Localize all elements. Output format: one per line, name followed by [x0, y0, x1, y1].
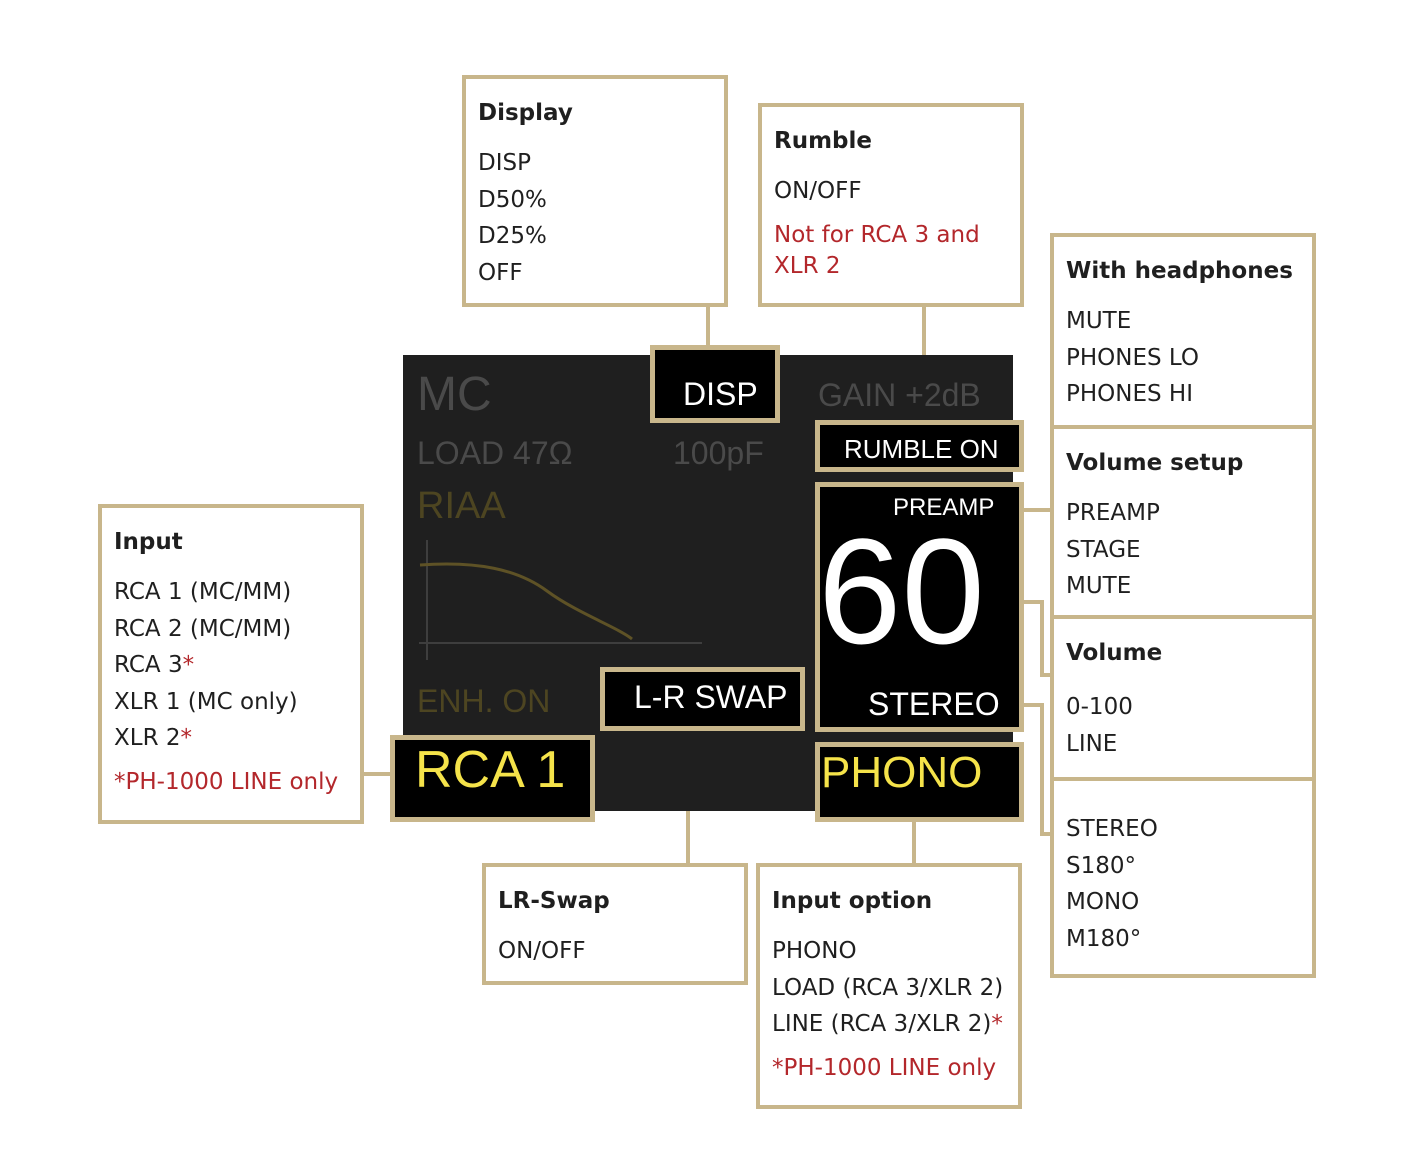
volume-callout: Volume 0-100 LINE: [1050, 615, 1316, 781]
connector-volume-h1: [1022, 600, 1042, 604]
connector-channel-h2: [1040, 832, 1052, 836]
asterisk-mark: *: [991, 1011, 1003, 1037]
channel-mode-label: STEREO: [868, 686, 1000, 722]
enhancement-text: ENH. ON: [417, 683, 551, 719]
volume-panel: [815, 482, 1024, 732]
channel-callout: STEREO S180° MONO M180°: [1050, 777, 1316, 978]
input-option-note: *PH-1000 LINE only: [772, 1054, 997, 1081]
channel-option: STEREO: [1066, 816, 1158, 842]
volume-setup-option: STAGE: [1066, 536, 1141, 563]
connector-channel-h1: [1022, 703, 1042, 707]
volume-setup-option: MUTE: [1066, 573, 1132, 599]
asterisk-mark: *: [180, 725, 193, 751]
load-text: LOAD 47Ω: [417, 435, 573, 471]
disp-indicator-label: DISP: [683, 376, 758, 412]
display-option: OFF: [478, 259, 523, 286]
input-option: RCA 2 (MC/MM): [114, 615, 292, 642]
rumble-note-line1: Not for RCA 3 and: [774, 221, 980, 248]
input-option-choice-text: LINE (RCA 3/XLR 2): [772, 1011, 992, 1037]
lrswap-callout-title: LR-Swap: [498, 888, 610, 914]
rumble-option: ON/OFF: [774, 178, 862, 204]
gain-text: GAIN +2dB: [818, 377, 981, 413]
input-indicator-label: RCA 1: [415, 741, 566, 799]
display-option: D25%: [478, 223, 547, 249]
input-indicator: [390, 735, 595, 822]
eq-curve-text: RIAA: [417, 485, 506, 527]
channel-option: S180°: [1066, 852, 1136, 879]
mode-text: MC: [417, 368, 492, 421]
input-option-callout: Input option PHONO LOAD (RCA 3/XLR 2) LI…: [756, 863, 1022, 1109]
channel-option: M180°: [1066, 925, 1142, 952]
volume-setup-option: PREAMP: [1066, 500, 1160, 526]
rumble-indicator-label: RUMBLE ON: [844, 434, 999, 464]
rumble-indicator: [815, 420, 1024, 472]
rumble-callout-title: Rumble: [774, 128, 872, 154]
input-note: *PH-1000 LINE only: [114, 768, 339, 795]
headphones-option: PHONES LO: [1066, 344, 1200, 371]
input-option: RCA 1 (MC/MM): [114, 579, 292, 605]
input-callout: Input RCA 1 (MC/MM) RCA 2 (MC/MM) RCA 3*…: [98, 504, 364, 824]
disp-indicator: [650, 345, 780, 423]
riaa-curve: [419, 562, 633, 641]
input-option: RCA 3*: [114, 647, 348, 684]
channel-option: MONO: [1066, 889, 1140, 915]
headphones-option: PHONES HI: [1066, 381, 1193, 407]
volume-mode-label: PREAMP: [893, 494, 995, 521]
connector-input-option: [912, 820, 916, 865]
volume-setup-callout-title: Volume setup: [1066, 450, 1244, 476]
connector-volume-v: [1040, 600, 1044, 677]
input-callout-title: Input: [114, 529, 183, 555]
volume-value: 60: [818, 507, 985, 675]
connector-channel-v: [1040, 703, 1044, 836]
input-option-choice: LINE (RCA 3/XLR 2)*: [772, 1006, 1006, 1043]
input-option-choice: LOAD (RCA 3/XLR 2): [772, 974, 1004, 1001]
rumble-callout: Rumble ON/OFF Not for RCA 3 and XLR 2: [758, 103, 1024, 307]
input-option-label: PHONO: [821, 748, 983, 797]
input-option: XLR 1 (MC only): [114, 688, 298, 715]
headphones-callout: With headphones MUTE PHONES LO PHONES HI: [1050, 233, 1316, 429]
eq-curve-graph: [419, 540, 702, 660]
input-option-text: XLR 2: [114, 725, 181, 751]
volume-setup-callout: Volume setup PREAMP STAGE MUTE: [1050, 425, 1316, 619]
connector-volume-h2: [1040, 673, 1052, 677]
connector-display: [706, 305, 710, 347]
asterisk-mark: *: [182, 652, 195, 678]
lrswap-callout: LR-Swap ON/OFF: [482, 863, 748, 985]
headphones-callout-title: With headphones: [1066, 258, 1293, 284]
input-option: XLR 2*: [114, 720, 348, 757]
display-callout-title: Display: [478, 100, 573, 126]
rumble-note-line2: XLR 2: [774, 252, 841, 279]
input-option-indicator: [815, 742, 1024, 822]
headphones-option: MUTE: [1066, 308, 1132, 334]
input-option-choice: PHONO: [772, 938, 857, 964]
input-option-text: RCA 3: [114, 652, 183, 678]
lr-swap-indicator: [600, 667, 805, 731]
volume-option: 0-100: [1066, 694, 1133, 720]
volume-option: LINE: [1066, 730, 1118, 757]
display-option: D50%: [478, 186, 547, 213]
display-option: DISP: [478, 150, 531, 176]
volume-callout-title: Volume: [1066, 640, 1163, 666]
lr-swap-label: L-R SWAP: [634, 679, 788, 715]
display-callout: Display DISP D50% D25% OFF: [462, 75, 728, 307]
lrswap-option: ON/OFF: [498, 938, 586, 964]
input-option-callout-title: Input option: [772, 888, 933, 914]
capacitance-text: 100pF: [673, 435, 764, 471]
connector-volume-setup: [1022, 508, 1052, 512]
connector-input: [362, 772, 392, 776]
